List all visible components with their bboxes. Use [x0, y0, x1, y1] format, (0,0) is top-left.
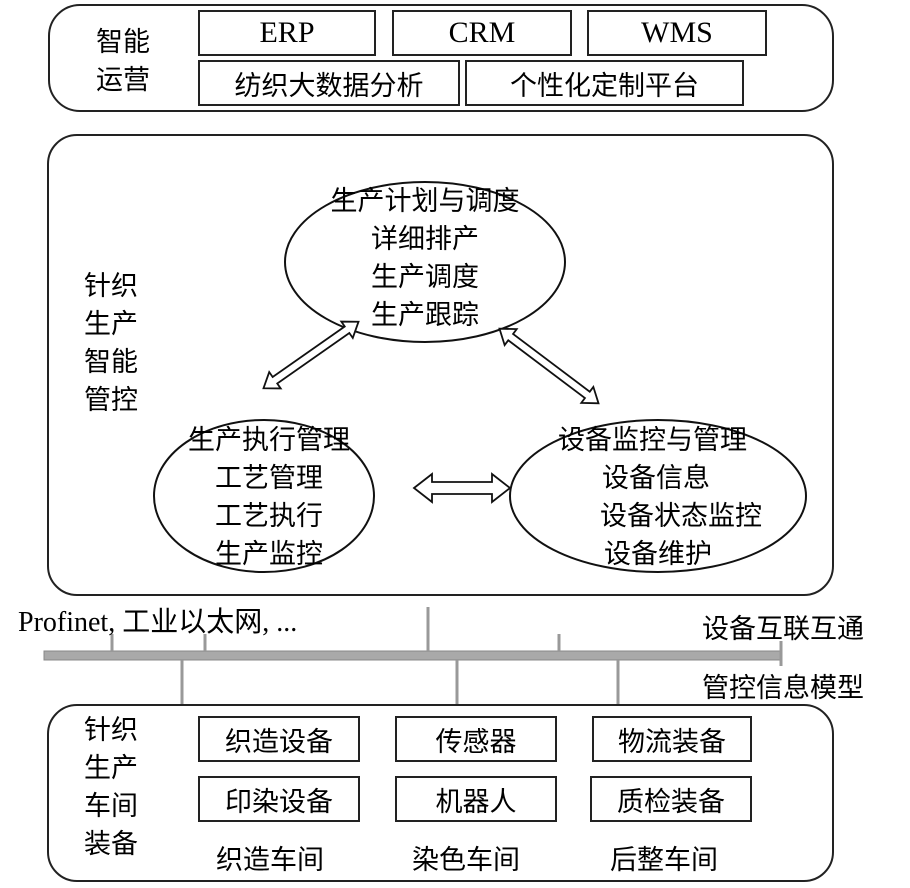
protocols-label: Profinet, 工业以太网, ...	[18, 607, 298, 638]
planning-node: 生产计划与调度 详细排产 生产调度 生产跟踪	[325, 183, 525, 335]
sensor-box: 传感器	[395, 716, 557, 762]
equipment-item: 设备信息	[602, 463, 710, 494]
planning-title: 生产计划与调度	[330, 186, 520, 217]
workshop-equipment-label: 针织 生产 车间 装备	[84, 715, 138, 860]
crm-box: CRM	[392, 10, 572, 56]
arrow-planning-execution-icon	[262, 320, 360, 390]
network-bus	[43, 607, 783, 706]
dyeing-equipment-box: 印染设备	[198, 776, 360, 822]
interconnect-label: 设备互联互通	[702, 614, 864, 645]
dyeing-workshop-label: 染色车间	[412, 845, 520, 876]
equipment-title: 设备监控与管理	[558, 425, 747, 456]
quality-inspection-equipment-box: 质检装备	[590, 776, 752, 822]
production-control-label: 针织 生产 智能 管控	[84, 271, 138, 416]
arrow-planning-equipment-icon	[498, 327, 600, 405]
smart-operation-label: 智能 运营	[96, 27, 150, 96]
logistics-equipment-box: 物流装备	[592, 716, 752, 762]
weaving-equipment-box: 织造设备	[198, 716, 360, 762]
textile-big-data-analysis-box: 纺织大数据分析	[198, 60, 460, 106]
equipment-item: 设备状态监控	[600, 501, 762, 532]
weaving-workshop-label: 织造车间	[216, 845, 324, 876]
execution-item: 生产监控	[215, 539, 323, 570]
execution-ellipse	[153, 419, 375, 573]
planning-item: 生产调度	[371, 262, 479, 293]
execution-node: 生产执行管理 工艺管理 工艺执行 生产监控	[184, 422, 354, 574]
equipment-node: 设备监控与管理 设备信息 设备状态监控 设备维护	[556, 422, 776, 574]
robot-box: 机器人	[395, 776, 557, 822]
execution-item: 工艺执行	[215, 501, 323, 532]
execution-title: 生产执行管理	[188, 425, 350, 456]
personalized-customization-platform-box: 个性化定制平台	[465, 60, 744, 106]
finishing-workshop-label: 后整车间	[610, 845, 718, 876]
bus-bar	[43, 650, 781, 661]
wms-box: WMS	[587, 10, 767, 56]
equipment-item: 设备维护	[604, 539, 712, 570]
planning-ellipse	[284, 181, 566, 343]
planning-item: 生产跟踪	[371, 300, 479, 331]
erp-box: ERP	[198, 10, 376, 56]
production-control-panel	[47, 134, 834, 596]
planning-item: 详细排产	[371, 224, 479, 255]
info-model-label: 管控信息模型	[702, 673, 864, 704]
arrow-execution-equipment-icon	[412, 472, 512, 504]
execution-item: 工艺管理	[215, 463, 323, 494]
equipment-ellipse	[509, 419, 807, 573]
